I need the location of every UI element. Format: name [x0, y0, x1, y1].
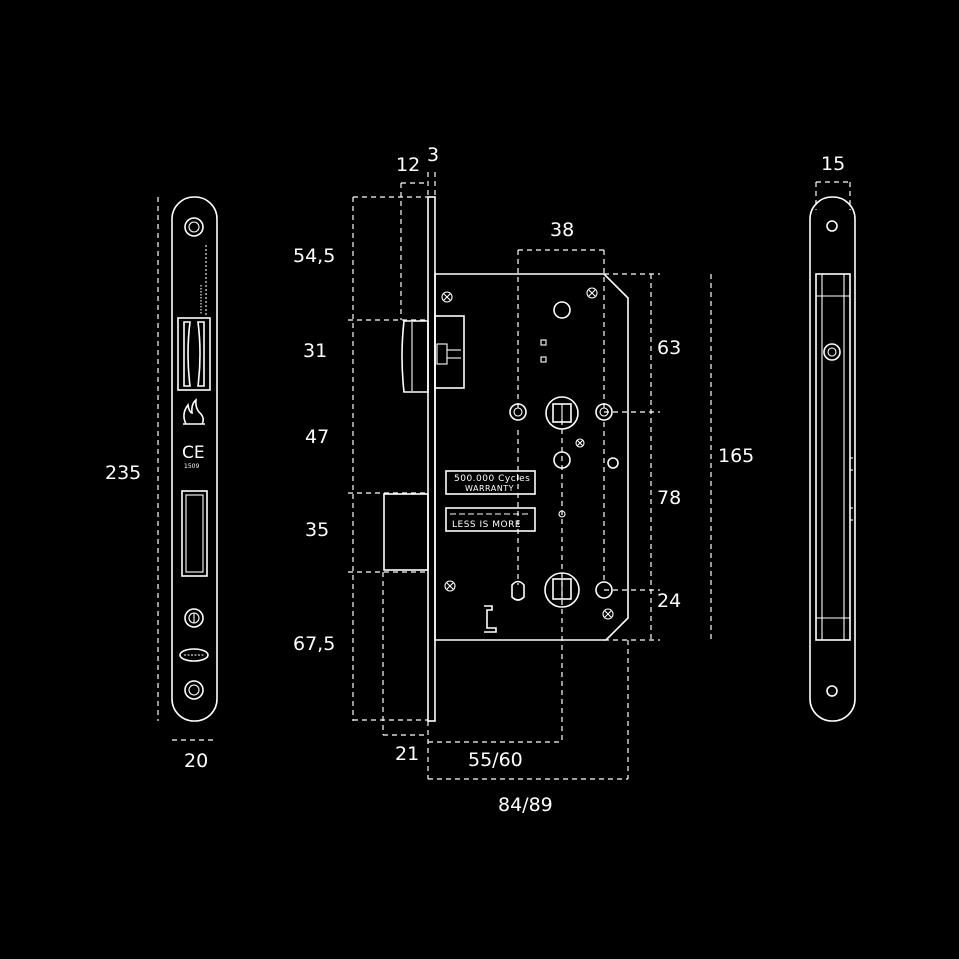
brand-line: LESS IS MORE: [452, 520, 521, 530]
brand-logo-icon: [179, 648, 209, 662]
fire-rating-icon: [183, 398, 205, 425]
warranty-line-2: WARRANTY: [465, 484, 514, 493]
faceplate-front-view: CE 1509: [171, 196, 218, 722]
dim-bottom-offset: 67,5: [293, 633, 335, 655]
profile-spindle-icon: [823, 343, 841, 361]
brand-label: [445, 507, 536, 532]
dead-bolt: [383, 493, 429, 571]
dim-latch-height: 31: [303, 340, 327, 362]
ce-mark: CE: [182, 443, 205, 463]
dim-follower-spacing: 38: [550, 219, 574, 241]
case-screw-bottom-left-icon: [444, 580, 456, 592]
profile-bottom-hole-icon: [826, 685, 838, 697]
case-hole-top: [553, 301, 571, 319]
profile-outline: [809, 196, 856, 722]
latch-opening: [177, 317, 211, 391]
dim-upper-body-height: 63: [657, 337, 681, 359]
lock-body-side-view: 500.000 Cycles WARRANTY LESS IS MORE: [383, 196, 629, 722]
dim-plate-thickness: 3: [427, 144, 439, 166]
warranty-line-1: 500.000 Cycles: [454, 474, 530, 484]
side-faceplate: [427, 196, 436, 722]
case-screw-top-left-icon: [441, 291, 453, 303]
dim-case-depth: 84/89: [498, 794, 553, 816]
latch-bolt: [401, 320, 429, 393]
faceplate-top-screw-icon: [184, 217, 204, 237]
dim-side-width: 15: [821, 153, 845, 175]
dim-top-offset: 54,5: [293, 245, 335, 267]
dim-bolt-projection: 21: [395, 743, 419, 765]
dim-bolt-height: 35: [305, 519, 329, 541]
faceplate-bottom-screw-icon: [184, 680, 204, 700]
ce-code: 1509: [184, 463, 199, 470]
warranty-label: [445, 470, 536, 495]
faceplate-side-profile: [809, 196, 856, 722]
strike-hook: [484, 605, 497, 633]
dim-faceplate-height: 235: [105, 462, 141, 484]
cylinder-hole-left: [511, 580, 525, 601]
bolt-opening: [181, 490, 208, 577]
dim-follower-to-cylinder: 78: [657, 487, 681, 509]
dim-case-height: 165: [718, 445, 754, 467]
dim-latch-projection: 12: [396, 154, 420, 176]
faceplate-follower-icon: [184, 608, 204, 628]
profile-case: [815, 273, 851, 641]
dim-faceplate-width: 20: [184, 750, 208, 772]
dim-lower-offset: 24: [657, 590, 681, 612]
faceplate-outline: [171, 196, 218, 722]
profile-top-hole-icon: [826, 220, 838, 232]
case-screw-bottom-right-icon: [602, 608, 614, 620]
dim-backset: 55/60: [468, 749, 523, 771]
cylinder-hole-right-icon: [595, 581, 613, 599]
dim-gap-height: 47: [305, 426, 329, 448]
case-screw-top-right-icon: [586, 287, 598, 299]
